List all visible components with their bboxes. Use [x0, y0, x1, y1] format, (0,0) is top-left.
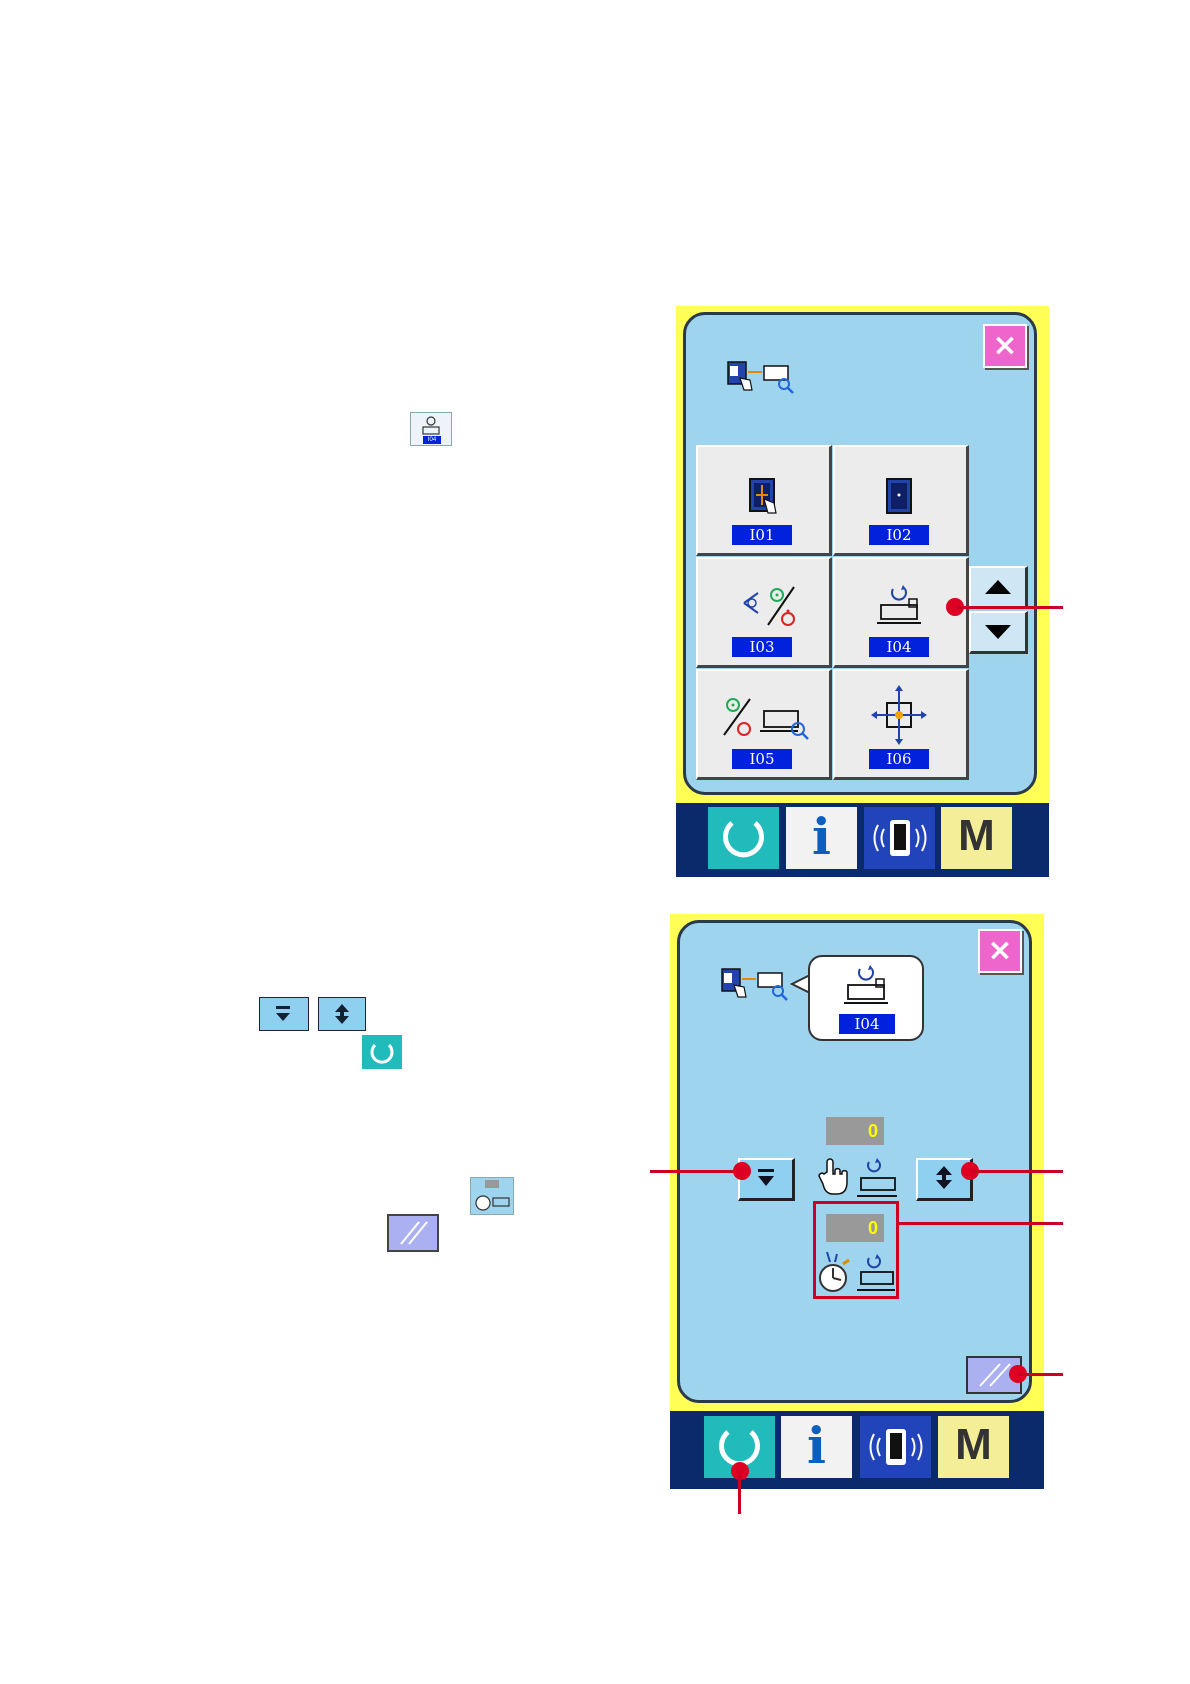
manual-counter-icon: [817, 1150, 899, 1202]
scroll-down-button[interactable]: [969, 611, 1028, 654]
screen1-mode-button[interactable]: M: [941, 807, 1012, 869]
input-sensor-icon: [698, 559, 829, 639]
inline-ready-icon: [362, 1035, 402, 1069]
screen2-info-button[interactable]: i: [781, 1416, 852, 1478]
screen2-communication-button[interactable]: [860, 1416, 931, 1478]
callout-marker-decrement: [733, 1162, 751, 1180]
scroll-up-button[interactable]: [969, 566, 1028, 609]
tile-i03[interactable]: I03: [696, 557, 832, 668]
screen1-info-icon: i: [786, 807, 857, 866]
callout-line-decrement: [650, 1170, 744, 1173]
screen2-info-icon: i: [781, 1416, 852, 1475]
timer-counter-value: 0: [826, 1214, 884, 1242]
tile-i05[interactable]: I05: [696, 669, 832, 780]
communication-icon: [860, 1416, 931, 1478]
inline-clear-icon: [387, 1214, 439, 1252]
tile-i02[interactable]: I02: [833, 445, 969, 556]
panel-icon: [835, 447, 966, 527]
triangle-up-icon: [971, 568, 1025, 606]
inline-i04-label: I04: [423, 436, 441, 444]
tile-i06-label: I06: [869, 749, 929, 769]
tile-i04-label: I04: [869, 637, 929, 657]
tile-i03-label: I03: [732, 637, 792, 657]
callout-line-clear: [1018, 1373, 1063, 1376]
screen1-io-header-icon: [726, 358, 796, 394]
tile-i06[interactable]: I06: [833, 669, 969, 780]
screen2-mode-button[interactable]: M: [938, 1416, 1009, 1478]
inline-down-step-icon: [259, 997, 309, 1031]
screen2-io-header-icon: [720, 965, 790, 1001]
inline-up-step-icon: [318, 997, 366, 1031]
tile-i01-label: I01: [732, 525, 792, 545]
screen1-close-button[interactable]: ×: [983, 324, 1027, 368]
screen1-info-button[interactable]: i: [786, 807, 857, 869]
callout-line-increment: [970, 1170, 1063, 1173]
selected-item-bubble: I04: [808, 955, 924, 1041]
maintenance-counter-icon: [810, 957, 922, 1013]
tile-i05-label: I05: [732, 749, 792, 769]
screen1-mode-label: M: [941, 811, 1012, 861]
tile-i02-label: I02: [869, 525, 929, 545]
screen1-ready-button[interactable]: [708, 807, 779, 869]
callout-line-timer-counter: [899, 1222, 1063, 1225]
callout-line-i04: [955, 606, 1063, 609]
communication-icon: [864, 807, 935, 869]
triangle-down-icon: [971, 613, 1025, 651]
inline-i04-icon: I04: [410, 412, 452, 446]
timer-counter-icon: [815, 1248, 897, 1296]
screen2-close-button[interactable]: ×: [978, 929, 1022, 973]
callout-line-ready: [738, 1471, 741, 1514]
maintenance-counter-icon: [835, 559, 966, 639]
io-check-icon: [698, 671, 829, 751]
screen1-communication-button[interactable]: [864, 807, 935, 869]
ready-icon: [708, 807, 779, 869]
memory-switch-icon: [698, 447, 829, 527]
selected-item-code: I04: [839, 1014, 895, 1034]
origin-adjust-icon: [835, 671, 966, 751]
screen2-mode-label: M: [938, 1420, 1009, 1470]
inline-timer-counter-icon: [470, 1177, 514, 1215]
tile-i01[interactable]: I01: [696, 445, 832, 556]
manual-counter-value: 0: [826, 1117, 884, 1145]
